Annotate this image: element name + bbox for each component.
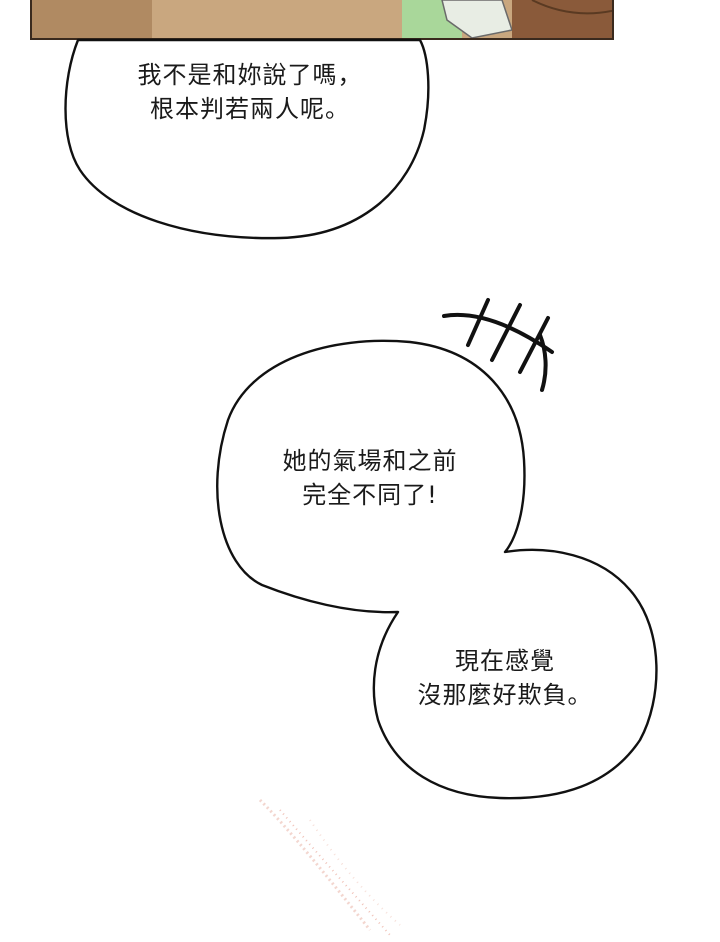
speech-text-3: 現在感覺 沒那麼好欺負。 — [370, 644, 640, 712]
speech-line: 現在感覺 — [455, 647, 555, 675]
speech-bubble-2 — [216, 339, 658, 800]
speech-bubble-1 — [64, 38, 430, 240]
speech-line: 完全不同了! — [302, 481, 438, 509]
speech-text-2: 她的氣場和之前 完全不同了! — [220, 444, 520, 512]
speech-line: 她的氣場和之前 — [282, 447, 458, 475]
comic-panel-top — [30, 0, 614, 40]
speech-line: 沒那麼好欺負。 — [417, 681, 593, 709]
speech-text-1: 我不是和妳說了嗎， 根本判若兩人呢。 — [100, 58, 400, 126]
tension-marks-icon — [442, 298, 554, 392]
speech-line: 我不是和妳說了嗎， — [137, 61, 363, 89]
blush-sketch — [258, 798, 401, 936]
speech-line: 根本判若兩人呢。 — [150, 95, 350, 123]
